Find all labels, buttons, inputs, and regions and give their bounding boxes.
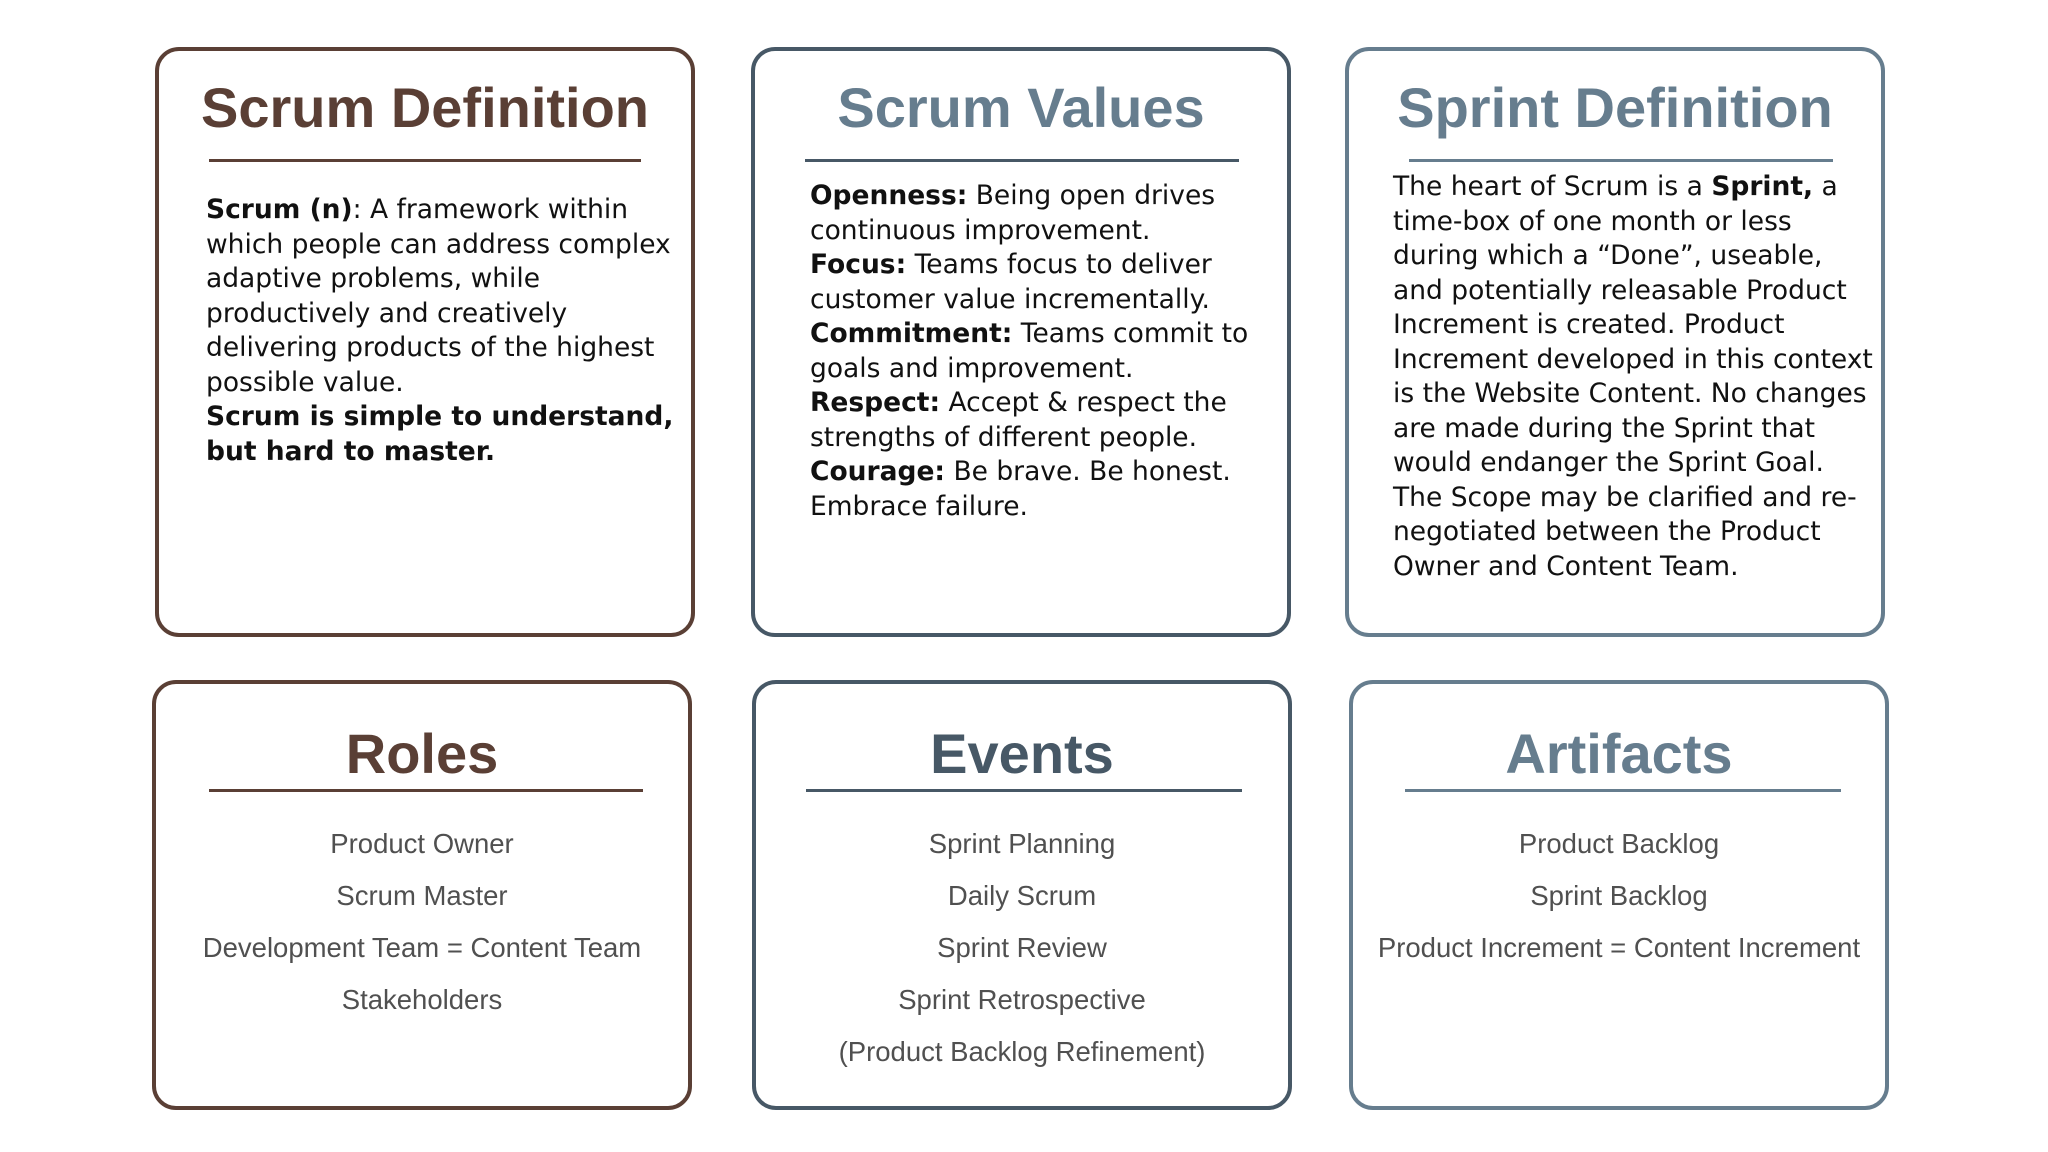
sprint-text-after: a time-box of one month or less during w… [1393, 171, 1873, 582]
value-text: Accept & respect the strengths of differ… [810, 387, 1227, 453]
scrum-definition-body: : A framework within which people can ad… [206, 194, 671, 398]
scrum-definition-text: Scrum (n): A framework within which peop… [206, 193, 676, 469]
artifacts-card: Artifacts Product Backlog Sprint Backlog… [1349, 680, 1889, 1110]
value-name: Respect: [810, 387, 941, 418]
scrum-definition-emphasis: Scrum is simple to understand, but hard … [206, 401, 674, 467]
role-item-stakeholders: Stakeholders [341, 984, 503, 1015]
artifact-item-product-increment: Product Increment = Content Increment [1377, 932, 1861, 963]
scrum-values-divider [805, 159, 1239, 162]
sprint-definition-paragraph: The heart of Scrum is a Sprint, a time-b… [1393, 170, 1879, 584]
value-text: Teams focus to deliver customer value in… [810, 249, 1212, 315]
scrum-definition-divider [209, 159, 641, 162]
roles-title: Roles [345, 722, 499, 785]
artifact-item-sprint-backlog: Sprint Backlog [1530, 880, 1708, 911]
artifacts-title: Artifacts [1505, 722, 1733, 785]
artifact-item-product-backlog: Product Backlog [1518, 828, 1720, 859]
sprint-definition-card: Sprint Definition The heart of Scrum is … [1345, 47, 1885, 637]
scrum-values-card: Scrum Values Openness: Being open drives… [751, 47, 1291, 637]
scrum-definition-paragraph: Scrum (n): A framework within which peop… [206, 193, 676, 400]
value-item-openness: Openness: Being open drives continuous i… [810, 179, 1282, 248]
value-name: Openness: [810, 180, 968, 211]
scrum-values-list: Openness: Being open drives continuous i… [810, 179, 1282, 524]
sprint-text-before: The heart of Scrum is a [1393, 171, 1712, 202]
event-item-sprint-retrospective: Sprint Retrospective [898, 984, 1146, 1015]
scrum-definition-card: Scrum Definition Scrum (n): A framework … [155, 47, 695, 637]
value-item-focus: Focus: Teams focus to deliver customer v… [810, 248, 1282, 317]
role-item-development-team: Development Team = Content Team [202, 932, 642, 963]
event-item-sprint-review: Sprint Review [937, 932, 1107, 963]
sprint-definition-text: The heart of Scrum is a Sprint, a time-b… [1393, 170, 1879, 584]
value-name: Focus: [810, 249, 907, 280]
roles-list: Product Owner Scrum Master Development T… [156, 818, 688, 1026]
value-text: Being open drives continuous improvement… [810, 180, 1216, 246]
events-card: Events Sprint Planning Daily Scrum Sprin… [752, 680, 1292, 1110]
scrum-term: Scrum (n) [206, 194, 353, 225]
roles-card: Roles Product Owner Scrum Master Develop… [152, 680, 692, 1110]
value-name: Courage: [810, 456, 946, 487]
role-item-scrum-master: Scrum Master [336, 880, 508, 911]
events-divider [806, 789, 1242, 792]
value-item-courage: Courage: Be brave. Be honest. Embrace fa… [810, 455, 1282, 524]
scrum-values-title: Scrum Values [837, 76, 1205, 139]
scrum-definition-emphasis-paragraph: Scrum is simple to understand, but hard … [206, 400, 676, 469]
value-name: Commitment: [810, 318, 1013, 349]
event-item-sprint-planning: Sprint Planning [928, 828, 1116, 859]
artifacts-divider [1405, 789, 1841, 792]
events-title: Events [930, 722, 1114, 785]
event-item-backlog-refinement: (Product Backlog Refinement) [838, 1036, 1206, 1067]
value-text: Teams commit to goals and improvement. [810, 318, 1249, 384]
value-item-respect: Respect: Accept & respect the strengths … [810, 386, 1282, 455]
value-text: Be brave. Be honest. Embrace failure. [810, 456, 1231, 522]
sprint-definition-title: Sprint Definition [1397, 76, 1833, 139]
event-item-daily-scrum: Daily Scrum [947, 880, 1097, 911]
events-list: Sprint Planning Daily Scrum Sprint Revie… [756, 818, 1288, 1078]
roles-divider [209, 789, 643, 792]
sprint-definition-divider [1409, 159, 1833, 162]
value-item-commitment: Commitment: Teams commit to goals and im… [810, 317, 1282, 386]
artifacts-list: Product Backlog Sprint Backlog Product I… [1353, 818, 1885, 974]
sprint-term: Sprint, [1711, 171, 1814, 202]
scrum-definition-title: Scrum Definition [200, 76, 650, 139]
role-item-product-owner: Product Owner [330, 828, 514, 859]
